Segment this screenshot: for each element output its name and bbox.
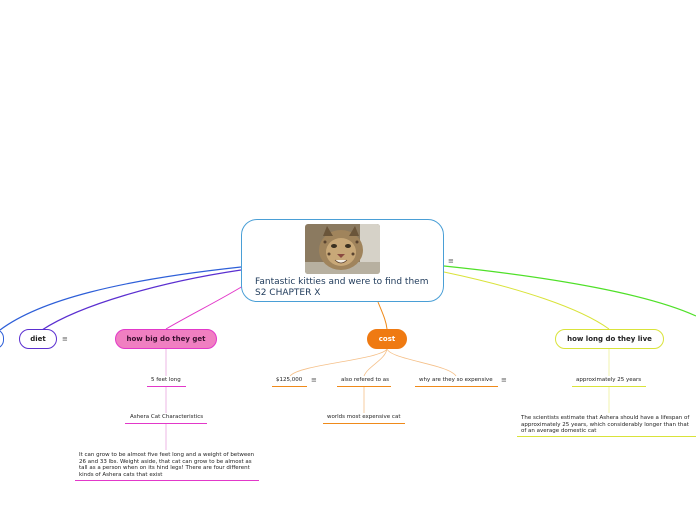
big-child-characteristics[interactable]: Ashera Cat Characteristics xyxy=(130,414,204,420)
topic-how-long[interactable]: how long do they live xyxy=(555,329,664,349)
central-notes-icon[interactable]: ≡ xyxy=(448,257,454,265)
topic-cost-label: cost xyxy=(378,335,396,343)
cost-child-most-expensive[interactable]: worlds most expensive cat xyxy=(327,414,401,420)
cost-child-most-expensive-underline xyxy=(323,423,405,425)
connector-cost xyxy=(377,301,388,330)
central-title-line1: Fantastic kitties and were to find them xyxy=(255,277,429,287)
cost-why-notes-icon[interactable]: ≡ xyxy=(501,376,507,384)
cost-child-price-underline xyxy=(272,386,307,388)
live-child-25-years-underline xyxy=(572,386,646,388)
big-child-paragraph[interactable]: It can grow to be almost five feet long … xyxy=(79,452,255,478)
connector-live xyxy=(443,271,610,330)
connector-diet xyxy=(41,269,242,331)
cost-child-price[interactable]: $125,000 xyxy=(276,377,303,383)
cost-child-why-expensive[interactable]: why are they so expensive xyxy=(419,377,493,383)
topic-how-big-label: how big do they get xyxy=(126,335,206,343)
topic-how-long-label: how long do they live xyxy=(567,335,652,343)
central-title: Fantastic kitties and were to find them … xyxy=(255,277,440,299)
big-child-5-feet[interactable]: 5 feet long xyxy=(151,377,181,383)
cat-photo xyxy=(305,224,380,274)
live-child-paragraph[interactable]: The scientists estimate that Ashera shou… xyxy=(521,415,690,435)
connector-cost-c3 xyxy=(386,348,457,377)
big-child-characteristics-underline xyxy=(125,423,207,425)
topic-how-big[interactable]: how big do they get xyxy=(115,329,217,349)
topic-cost[interactable]: cost xyxy=(367,329,407,349)
connector-big xyxy=(165,285,244,330)
cost-child-why-expensive-underline xyxy=(415,386,498,388)
cost-child-also-referred-underline xyxy=(337,386,391,388)
connector-blue xyxy=(0,266,242,331)
topic-diet[interactable]: diet xyxy=(19,329,57,349)
big-child-paragraph-underline xyxy=(75,480,259,482)
central-title-line2: S2 CHAPTER X xyxy=(255,288,321,298)
cost-price-notes-icon[interactable]: ≡ xyxy=(311,376,317,384)
diet-notes-icon[interactable]: ≡ xyxy=(62,335,68,343)
big-child-5-feet-underline xyxy=(147,386,186,388)
live-child-paragraph-underline xyxy=(517,436,696,438)
cost-child-also-referred[interactable]: also refered to as xyxy=(341,377,389,383)
topic-diet-label: diet xyxy=(30,335,46,343)
connector-green xyxy=(443,265,696,317)
connector-cost-c2 xyxy=(363,348,388,377)
connector-cost-c1 xyxy=(289,348,388,377)
live-child-25-years[interactable]: approximately 25 years xyxy=(576,377,642,383)
